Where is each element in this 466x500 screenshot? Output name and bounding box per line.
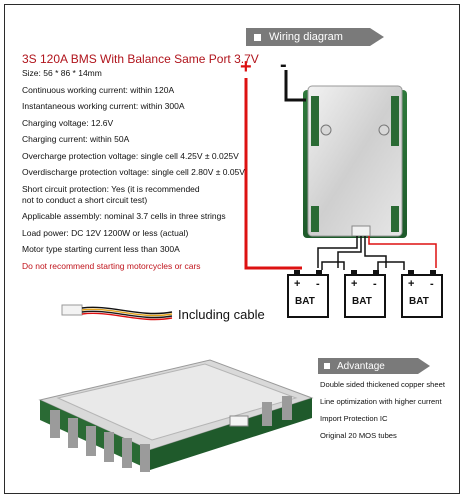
battery-plus-sign: + <box>408 278 414 290</box>
spec-item: Applicable assembly: nominal 3.7 cells i… <box>22 211 226 221</box>
advantage-title: Advantage <box>337 360 385 372</box>
including-cable-label: Including cable <box>178 307 265 322</box>
battery-cell-3: + - BAT <box>401 270 443 318</box>
spec-item: Charging current: within 50A <box>22 134 130 144</box>
advantage-item: Double sided thickened copper sheet <box>320 380 445 389</box>
square-bullet-icon <box>254 33 261 41</box>
battery-label: BAT <box>409 296 429 307</box>
battery-cell-2: + - BAT <box>344 270 386 318</box>
spec-item: Continuous working current: within 120A <box>22 84 175 95</box>
battery-minus-sign: - <box>373 278 377 290</box>
positive-terminal-sign: + <box>240 56 252 78</box>
spec-item: Charging voltage: 12.6V <box>22 117 114 128</box>
image-frame <box>4 4 460 494</box>
bms-board-top-view <box>303 85 407 238</box>
tab-arrow-shape <box>418 358 430 374</box>
product-title: 3S 120A BMS With Balance Same Port 3.7V <box>22 52 259 66</box>
wiring-diagram-tab: Wiring diagram <box>246 28 384 46</box>
balance-cable-picture <box>61 304 173 321</box>
advantage-item: Import Protection IC <box>320 414 388 423</box>
battery-minus-sign: - <box>316 278 320 290</box>
spec-item: Overdischarge protection voltage: single… <box>22 167 245 177</box>
battery-cell-1: + - BAT <box>287 270 329 318</box>
spec-item: Size: 56 * 86 * 14mm <box>22 68 102 78</box>
advantage-item: Original 20 MOS tubes <box>320 431 397 440</box>
warning-text: Do not recommend starting motorcycles or… <box>22 260 201 271</box>
square-bullet-icon <box>324 363 330 369</box>
advantage-tab: Advantage <box>318 358 430 374</box>
wiring-diagram-title: Wiring diagram <box>269 31 343 43</box>
spec-item: Motor type starting current less than 30… <box>22 244 180 254</box>
battery-minus-sign: - <box>430 278 434 290</box>
spec-item: Overcharge protection voltage: single ce… <box>22 150 239 161</box>
tab-arrow-shape <box>370 28 384 46</box>
battery-label: BAT <box>295 296 315 307</box>
spec-item: Load power: DC 12V 1200W or less (actual… <box>22 227 189 238</box>
spec-list: Size: 56 * 86 * 14mm Continuous working … <box>22 68 252 277</box>
battery-plus-sign: + <box>351 278 357 290</box>
advantage-list: Double sided thickened copper sheet Line… <box>320 380 460 448</box>
bms-product-photo <box>38 359 314 472</box>
advantage-item: Line optimization with higher current <box>320 397 442 406</box>
spec-item: Instantaneous working current: within 30… <box>22 101 185 111</box>
battery-plus-sign: + <box>294 278 300 290</box>
spec-item: Short circuit protection: Yes (it is rec… <box>22 183 200 205</box>
negative-terminal-sign: - <box>280 54 287 76</box>
battery-label: BAT <box>352 296 372 307</box>
